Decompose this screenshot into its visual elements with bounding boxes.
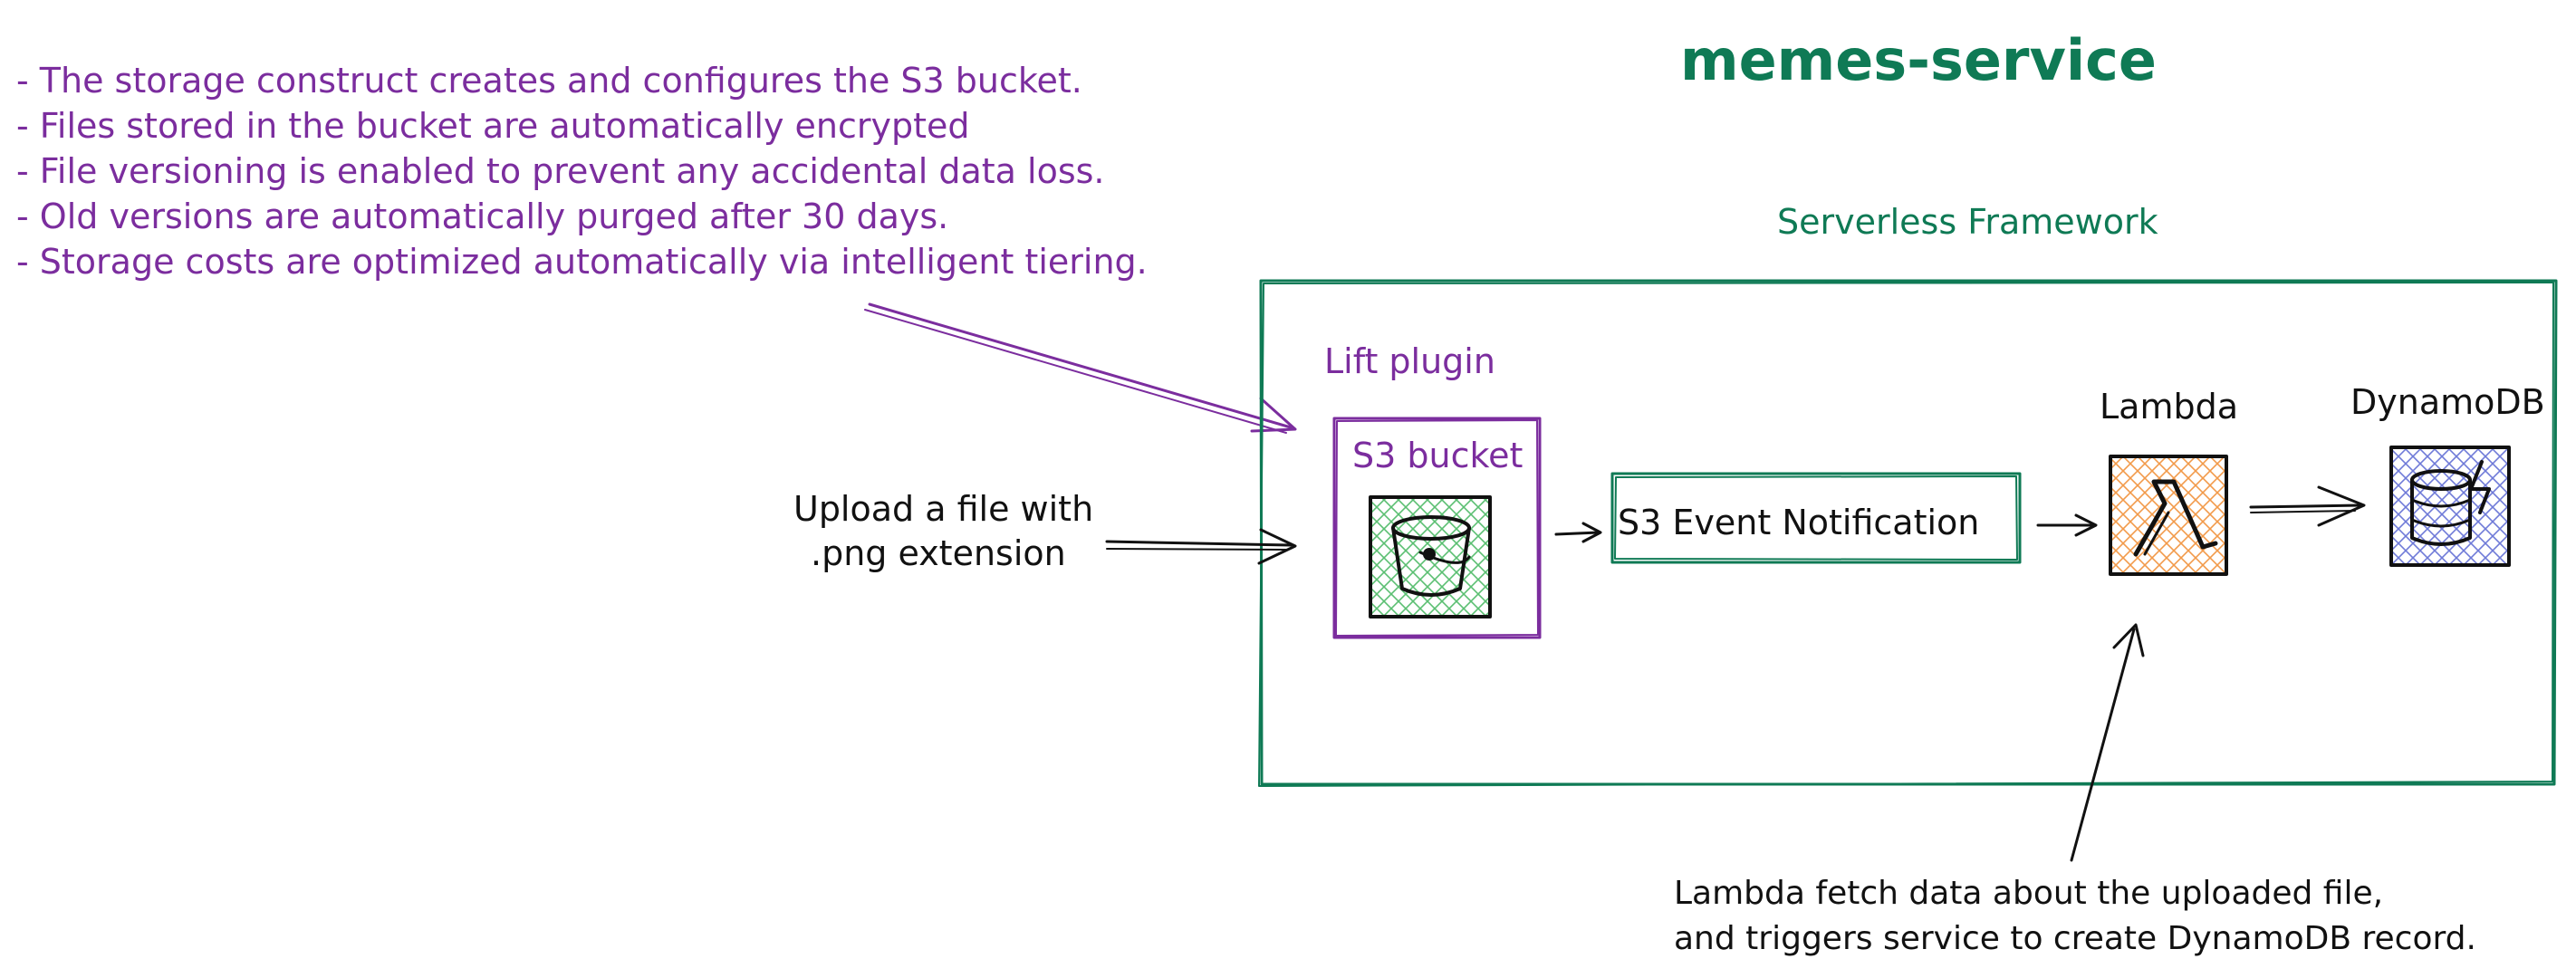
- event-to-lambda-arrow: [2036, 513, 2098, 537]
- note-line: - The storage construct creates and conf…: [16, 61, 1082, 101]
- notes-list: - The storage construct creates and conf…: [16, 61, 1148, 282]
- dynamodb-icon: [2389, 446, 2511, 567]
- lift-plugin-label: Lift plugin: [1324, 341, 1495, 381]
- upload-arrow: [1105, 528, 1297, 565]
- lift-plugin-box: [1332, 417, 1542, 639]
- dynamodb-label: DynamoDB: [2350, 382, 2545, 422]
- diagram-title: memes-service: [1680, 27, 2157, 93]
- note-line: - Storage costs are optimized automatica…: [16, 242, 1148, 282]
- lambda-note-line: Lambda fetch data about the uploaded fil…: [1674, 875, 2383, 912]
- upload-label-line: Upload a file with: [793, 489, 1093, 529]
- bucket-icon: [1369, 495, 1492, 618]
- lambda-note-line: and triggers service to create DynamoDB …: [1674, 920, 2476, 957]
- lambda-to-dynamodb-arrow: [2249, 485, 2366, 527]
- serverless-framework-frame: [1258, 279, 2558, 787]
- framework-label: Serverless Framework: [1777, 202, 2158, 242]
- event-notification-label: S3 Event Notification: [1618, 503, 1979, 542]
- note-line: - Old versions are automatically purged …: [16, 197, 948, 236]
- notes-arrow: [864, 302, 1297, 434]
- note-line: - File versioning is enabled to prevent …: [16, 151, 1105, 191]
- s3-bucket-label: S3 bucket: [1352, 436, 1523, 475]
- lambda-note-arrow: [2070, 623, 2145, 862]
- note-line: - Files stored in the bucket are automat…: [16, 106, 970, 146]
- upload-label-line: .png extension: [811, 533, 1066, 573]
- bucket-to-event-arrow: [1554, 522, 1602, 543]
- lambda-label: Lambda: [2100, 387, 2238, 427]
- event-notification-box: [1610, 472, 2022, 564]
- lambda-icon: [2109, 455, 2228, 576]
